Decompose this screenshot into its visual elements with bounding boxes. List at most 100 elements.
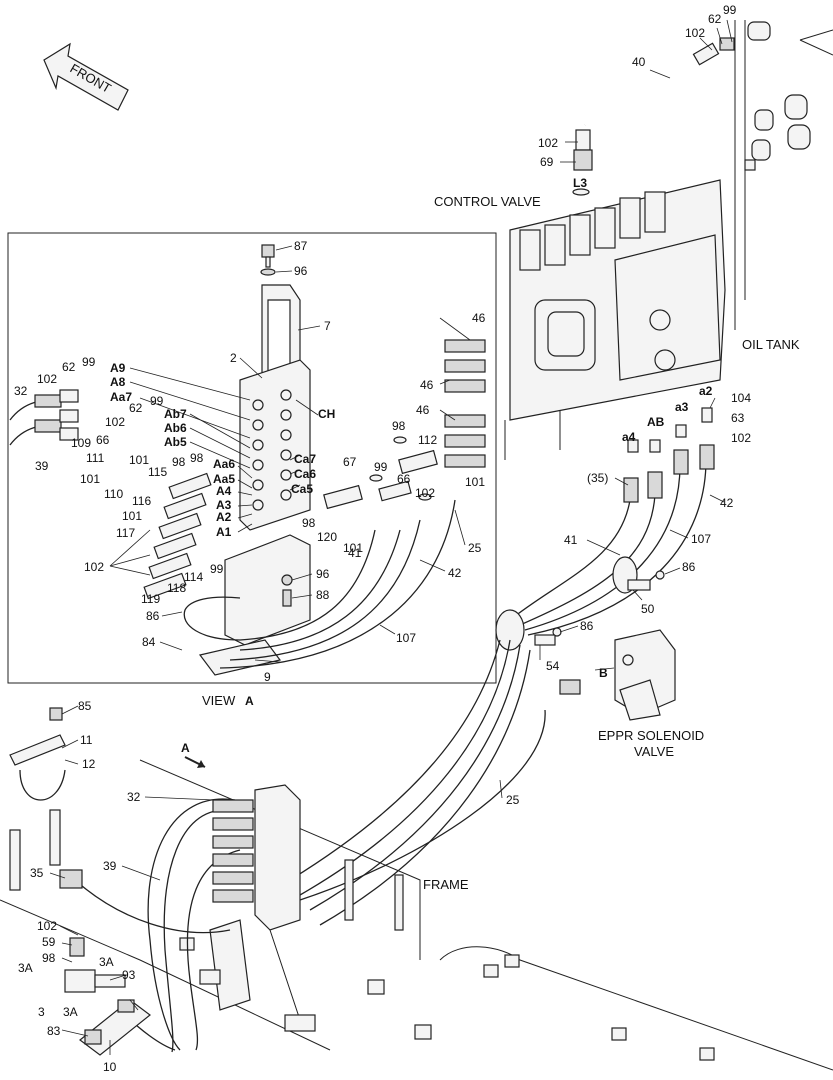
callout-numbers: 99 62 102 40 102 69 87 96 7 2 46 46 46 6…	[14, 3, 751, 1074]
view-a-letter: A	[245, 694, 254, 708]
view-a-arrow-letter: A	[181, 741, 190, 755]
callout: 116	[132, 494, 151, 508]
callout: 102	[731, 431, 751, 445]
callout: 101	[80, 472, 100, 486]
callout: 114	[184, 570, 203, 584]
callout: 25	[506, 793, 520, 807]
port-a3: a3	[675, 400, 689, 414]
callout: 102	[37, 919, 57, 933]
control-valve	[504, 179, 726, 460]
callout: 41	[564, 533, 578, 547]
control-valve-label: CONTROL VALVE	[434, 194, 541, 209]
port-a2-view: A2	[216, 510, 232, 524]
callout: 102	[84, 560, 104, 574]
callout: 98	[302, 516, 316, 530]
callout: 62	[708, 12, 722, 26]
callout: 99	[723, 3, 737, 17]
port-ca7: Ca7	[294, 452, 316, 466]
port-a8: A8	[110, 375, 126, 389]
port-ca6: Ca6	[294, 467, 316, 481]
callout: 35	[30, 866, 44, 880]
callout: 42	[720, 496, 734, 510]
callout: 93	[122, 968, 136, 982]
callout: 63	[731, 411, 745, 425]
callout: 3A	[18, 961, 33, 975]
callout: 99	[210, 562, 224, 576]
eppr-label-line1: EPPR SOLENOID	[598, 728, 704, 743]
eppr-label-line2: VALVE	[634, 744, 674, 759]
callout: 115	[148, 465, 167, 479]
callout: 107	[691, 532, 711, 546]
port-aa7: Aa7	[110, 390, 132, 404]
front-arrow: FRONT	[43, 42, 129, 111]
leader-lines	[49, 19, 733, 1055]
captions: CONTROL VALVE OIL TANK EPPR SOLENOID VAL…	[181, 194, 800, 892]
callout: 99	[82, 355, 96, 369]
callout: 46	[472, 311, 486, 325]
callout: 3	[38, 1005, 45, 1019]
callout: (35)	[587, 471, 608, 485]
port-ca5: Ca5	[291, 482, 313, 496]
callout: 117	[116, 526, 135, 540]
port-aa6: Aa6	[213, 457, 235, 471]
callout: 66	[96, 433, 110, 447]
callout: 102	[415, 486, 435, 500]
port-ch: CH	[318, 407, 335, 421]
callout: 96	[316, 567, 330, 581]
callout: 7	[324, 319, 331, 333]
port-ab: AB	[647, 415, 665, 429]
callout: 62	[62, 360, 76, 374]
callout: 39	[103, 859, 117, 873]
callout: 102	[37, 372, 57, 386]
callout: 98	[190, 451, 204, 465]
callout: 101	[122, 509, 142, 523]
port-ab5: Ab5	[164, 435, 187, 449]
clamps	[534, 570, 665, 646]
callout: 102	[685, 26, 705, 40]
callout: 101	[129, 453, 149, 467]
callout: 101	[465, 475, 485, 489]
callout: 46	[416, 403, 430, 417]
port-a1-view: A1	[216, 525, 232, 539]
callout: 59	[42, 935, 56, 949]
lower-left-fittings	[64, 937, 151, 1056]
callout: 12	[82, 757, 96, 771]
callout: 32	[14, 384, 28, 398]
callout: 9	[264, 670, 271, 684]
callout: 46	[420, 378, 434, 392]
callout: 107	[396, 631, 416, 645]
callout: 96	[294, 264, 308, 278]
callout: 39	[35, 459, 49, 473]
port-l3: L3	[573, 176, 587, 190]
callout: 85	[78, 699, 92, 713]
callout: 110	[104, 487, 123, 501]
callout: 87	[294, 239, 308, 253]
oil-tank-label: OIL TANK	[742, 337, 800, 352]
callout: 101	[343, 541, 363, 555]
callout: 32	[127, 790, 141, 804]
callout: 86	[580, 619, 594, 633]
callout: 119	[141, 592, 160, 606]
port-a2: a2	[699, 384, 713, 398]
callout: 102	[105, 415, 125, 429]
callout: 62	[129, 401, 143, 415]
callout: 54	[546, 659, 560, 673]
callout: 3A	[63, 1005, 78, 1019]
callout: 42	[448, 566, 462, 580]
callout: 84	[142, 635, 156, 649]
port-a9: A9	[110, 361, 126, 375]
callout: 99	[374, 460, 388, 474]
valve-hoses	[495, 407, 715, 651]
callout: 102	[538, 136, 558, 150]
port-a4: a4	[622, 430, 636, 444]
eppr-solenoid-valve	[614, 629, 676, 721]
callout: 112	[418, 433, 437, 447]
callout: 118	[167, 581, 186, 595]
callout: 88	[316, 588, 330, 602]
callout: 120	[317, 530, 337, 544]
port-aa5: Aa5	[213, 472, 235, 486]
callout: 98	[392, 419, 406, 433]
port-b: B	[599, 666, 608, 680]
